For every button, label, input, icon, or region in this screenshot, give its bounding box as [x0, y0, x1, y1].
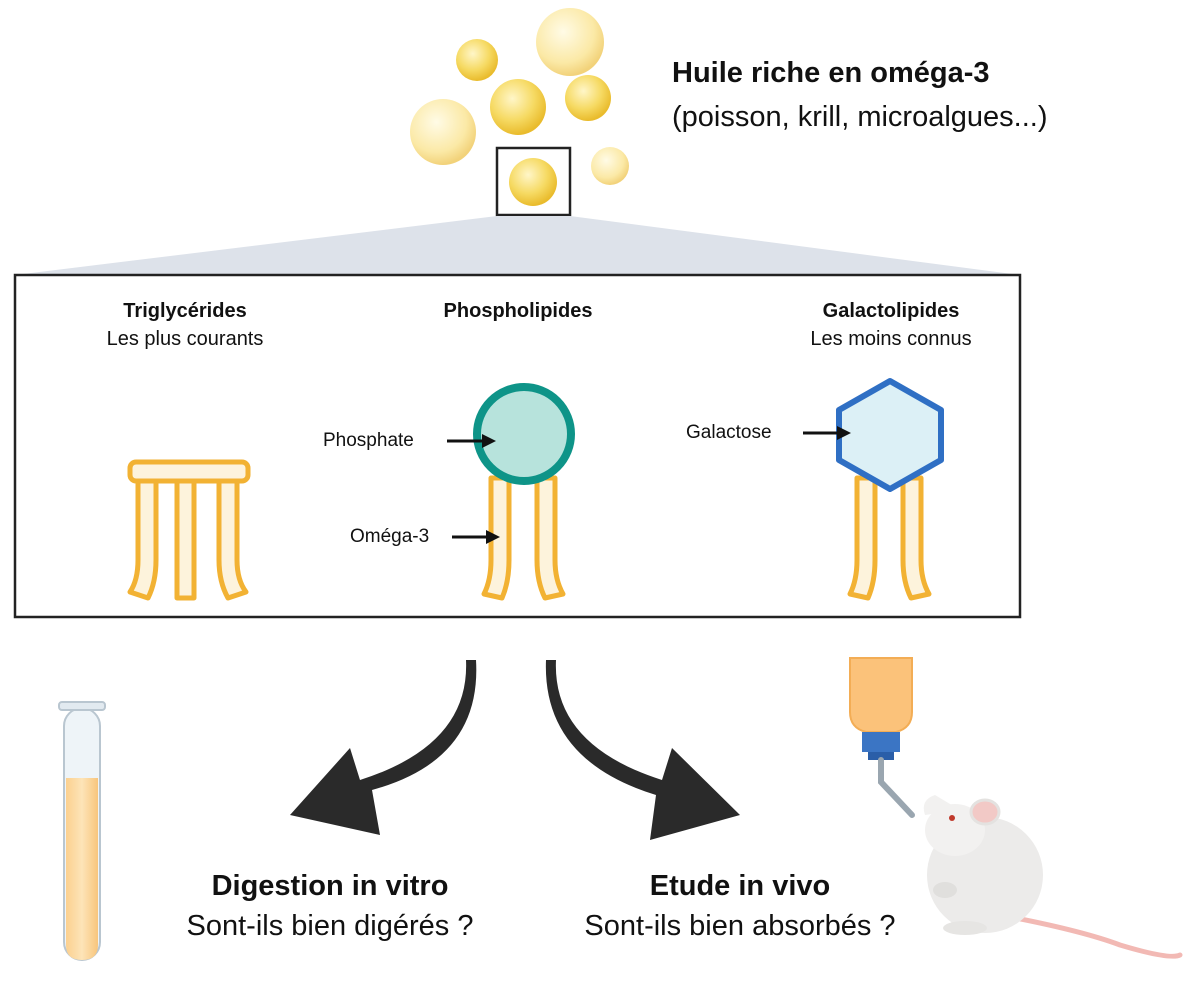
galactose-label: Galactose: [686, 422, 772, 443]
galactolipids-subtitle: Les moins connus: [810, 328, 972, 350]
test-tube-icon: [58, 701, 106, 961]
galactolipids-heading: Galactolipides Les moins connus: [741, 297, 1041, 353]
phospholipids-heading: Phospholipides: [368, 297, 668, 325]
oil-droplets: [410, 8, 629, 217]
zoom-box: [495, 146, 572, 217]
galactolipids-title: Galactolipides: [822, 300, 960, 322]
title-line2: (poisson, krill, microalgues...): [672, 101, 1048, 133]
in-vivo-arrow: [545, 660, 740, 840]
triglyceride-structure: [127, 459, 251, 601]
in-vitro-title: Digestion in vitro: [211, 870, 449, 902]
triglycerides-heading: Triglycérides Les plus courants: [35, 297, 335, 353]
phosphate-label: Phosphate: [323, 430, 414, 451]
phospholipids-title: Phospholipides: [443, 300, 593, 322]
zoom-projection: [15, 216, 1020, 275]
galactolipid-structure: [836, 378, 944, 601]
title-line1: Huile riche en oméga-3: [672, 57, 990, 89]
omega3-label: Oméga-3: [350, 526, 430, 547]
in-vivo-title: Etude in vivo: [649, 870, 831, 902]
in-vivo-block: Etude in vivo Sont-ils bien absorbés ?: [540, 866, 940, 946]
in-vitro-block: Digestion in vitro Sont-ils bien digérés…: [130, 866, 530, 946]
triglycerides-subtitle: Les plus courants: [106, 328, 264, 350]
mouse-icon: [923, 795, 1183, 959]
in-vitro-question: Sont-ils bien digérés ?: [186, 910, 474, 942]
triglycerides-title: Triglycérides: [123, 300, 247, 322]
in-vivo-question: Sont-ils bien absorbés ?: [584, 910, 896, 942]
water-bottle-icon: [849, 657, 915, 818]
phospholipid-structure: [473, 383, 575, 601]
in-vitro-arrow: [290, 660, 477, 835]
